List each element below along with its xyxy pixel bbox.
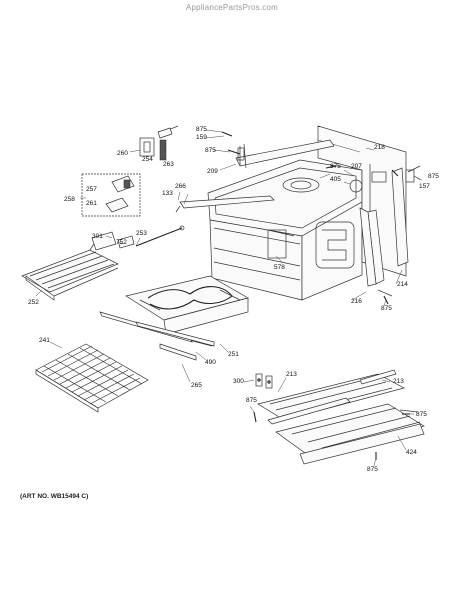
callout-424: 424 <box>406 449 417 456</box>
callout-213: 213 <box>286 371 297 378</box>
callout-875: 875 <box>367 466 378 473</box>
callout-209: 209 <box>207 168 218 175</box>
screws <box>221 131 410 460</box>
callout-875: 875 <box>196 126 207 133</box>
callout-218: 218 <box>374 144 385 151</box>
callout-253: 253 <box>136 230 147 237</box>
rack-rails <box>99 311 215 361</box>
back-panel <box>317 125 407 277</box>
clip-parts <box>255 373 273 389</box>
control-board-group <box>81 173 141 217</box>
callout-254: 254 <box>142 156 153 163</box>
bake-element <box>91 225 185 251</box>
top-bracket <box>235 139 335 169</box>
callout-133: 133 <box>162 190 173 197</box>
callout-260: 260 <box>117 150 128 157</box>
callout-216: 216 <box>351 298 362 305</box>
side-channel <box>359 167 409 297</box>
callout-405: 405 <box>330 176 341 183</box>
front-trim <box>175 195 295 237</box>
callout-875: 875 <box>381 305 392 312</box>
callout-258: 258 <box>64 196 75 203</box>
callout-251: 251 <box>228 351 239 358</box>
callout-300: 300 <box>233 378 244 385</box>
callout-214: 214 <box>397 281 408 288</box>
callout-578: 578 <box>274 264 285 271</box>
oven-cavity <box>207 159 363 301</box>
callout-241: 241 <box>39 337 50 344</box>
callout-752: 752 <box>116 239 127 246</box>
bake-element-cover <box>125 275 249 347</box>
callout-490: 490 <box>205 359 216 366</box>
bottom-assembly <box>257 369 425 465</box>
callout-875: 875 <box>330 163 341 170</box>
callout-875: 875 <box>246 397 257 404</box>
callout-875: 875 <box>428 173 439 180</box>
callout-263: 263 <box>163 161 174 168</box>
callout-213: 213 <box>393 378 404 385</box>
oven-rack <box>35 343 149 413</box>
broil-element <box>21 243 119 301</box>
art-number: (ART NO. WB15494 C) <box>20 493 89 500</box>
callout-207: 207 <box>351 163 362 170</box>
callout-157: 157 <box>419 183 430 190</box>
callout-875: 875 <box>416 411 427 418</box>
callout-257: 257 <box>86 186 97 193</box>
site-watermark: AppliancePartsPros.com <box>186 3 278 12</box>
callout-252: 252 <box>28 299 39 306</box>
callout-875: 875 <box>205 147 216 154</box>
callout-159: 159 <box>196 134 207 141</box>
callout-301: 301 <box>92 233 103 240</box>
sensor-assembly <box>139 125 179 161</box>
callout-261: 261 <box>86 200 97 207</box>
callout-266: 266 <box>175 183 186 190</box>
callout-265: 265 <box>191 382 202 389</box>
leader-lines <box>35 129 421 467</box>
